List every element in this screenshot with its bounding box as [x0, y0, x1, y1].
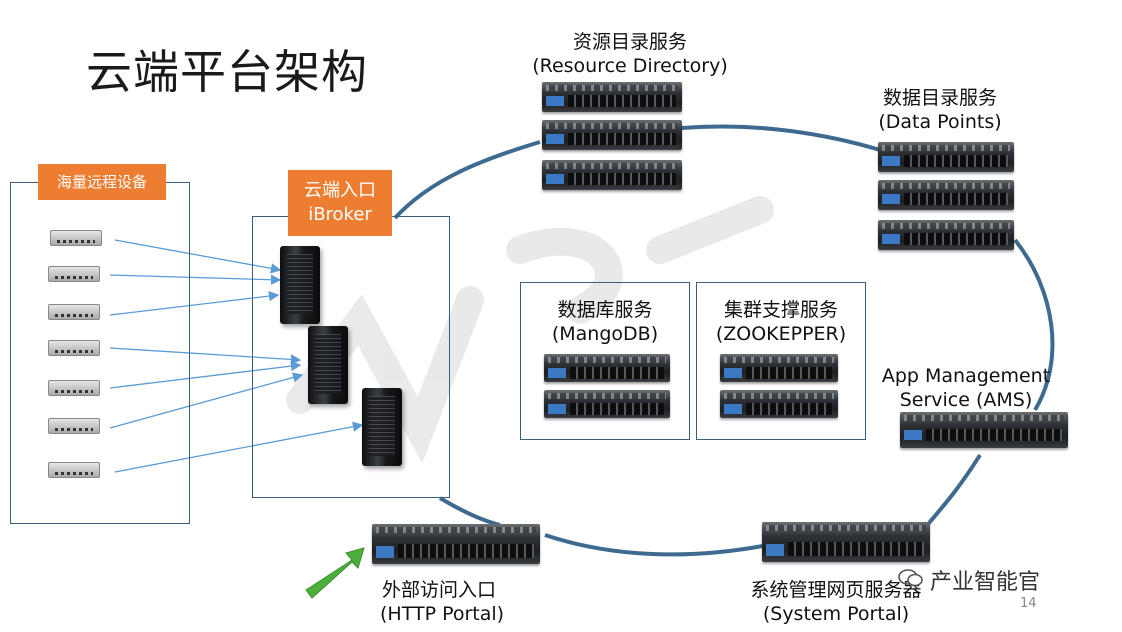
service-ring-bottom-left [438, 496, 501, 527]
remote-device [48, 380, 100, 396]
system-portal-server [762, 522, 930, 562]
remote-devices-label: 海量远程设备 [38, 164, 166, 200]
watermark-text: 产业智能官 [930, 570, 1041, 595]
app-management-subtitle: Service (AMS) [899, 389, 1033, 411]
cluster-server [720, 390, 838, 418]
http-portal-label: 外部访问入口 (HTTP Portal) [360, 578, 530, 626]
cluster-subtitle: (ZOOKEPPER) [715, 323, 847, 345]
database-server [544, 390, 670, 418]
cluster-label: 集群支撑服务 (ZOOKEPPER) [696, 298, 866, 346]
system-portal-title: 系统管理网页服务器 [750, 579, 922, 601]
data-points-label: 数据目录服务 (Data Points) [850, 86, 1030, 134]
ibroker-tower-server [280, 246, 320, 324]
service-ring-bottom [544, 533, 769, 557]
remote-device [48, 418, 100, 434]
page-number: 14 [1020, 596, 1037, 611]
database-title: 数据库服务 [557, 299, 653, 321]
system-portal-label: 系统管理网页服务器 (System Portal) [726, 578, 946, 626]
resource-directory-title: 资源目录服务 [572, 31, 687, 53]
app-management-label: App Management Service (AMS) [866, 364, 1066, 412]
cluster-panel [696, 282, 866, 440]
wechat-logo-icon [898, 568, 924, 588]
remote-device [48, 266, 100, 282]
data-points-subtitle: (Data Points) [878, 111, 1002, 133]
http-portal-subtitle: (HTTP Portal) [380, 603, 505, 625]
database-subtitle: (MangoDB) [551, 323, 659, 345]
ibroker-label: 云端入口 iBroker [288, 170, 392, 236]
app-management-server [900, 412, 1068, 448]
remote-device [50, 230, 102, 246]
http-portal-title: 外部访问入口 [382, 579, 497, 601]
remote-device [48, 340, 100, 356]
http-portal-server [372, 524, 540, 564]
database-label: 数据库服务 (MangoDB) [520, 298, 690, 346]
service-ring-right [1013, 238, 1055, 412]
ibroker-label-line2: iBroker [308, 204, 372, 225]
ibroker-label-line1: 云端入口 [304, 180, 376, 201]
resource-directory-subtitle: (Resource Directory) [532, 55, 728, 77]
data-points-title: 数据目录服务 [882, 87, 997, 109]
ibroker-tower-server [308, 326, 348, 404]
service-ring-bottom-right [923, 453, 982, 530]
data-points-server [878, 180, 1014, 210]
resource-directory-server [542, 82, 682, 112]
resource-directory-server [542, 120, 682, 150]
cluster-title: 集群支撑服务 [723, 299, 838, 321]
data-points-server [878, 142, 1014, 172]
resource-directory-label: 资源目录服务 (Resource Directory) [530, 30, 730, 78]
ibroker-tower-server [362, 388, 402, 466]
system-portal-subtitle: (System Portal) [762, 603, 910, 625]
cluster-server [720, 354, 838, 382]
remote-device [48, 304, 100, 320]
remote-device [48, 462, 100, 478]
database-server [544, 354, 670, 382]
service-ring-top-left [393, 140, 541, 220]
resource-directory-server [542, 160, 682, 190]
app-management-title: App Management [881, 365, 1051, 387]
database-panel [520, 282, 690, 440]
service-ring-top-right [681, 124, 881, 152]
page-title: 云端平台架构 [86, 45, 368, 99]
data-points-server [878, 220, 1014, 250]
entry-arrow-icon [305, 547, 365, 599]
